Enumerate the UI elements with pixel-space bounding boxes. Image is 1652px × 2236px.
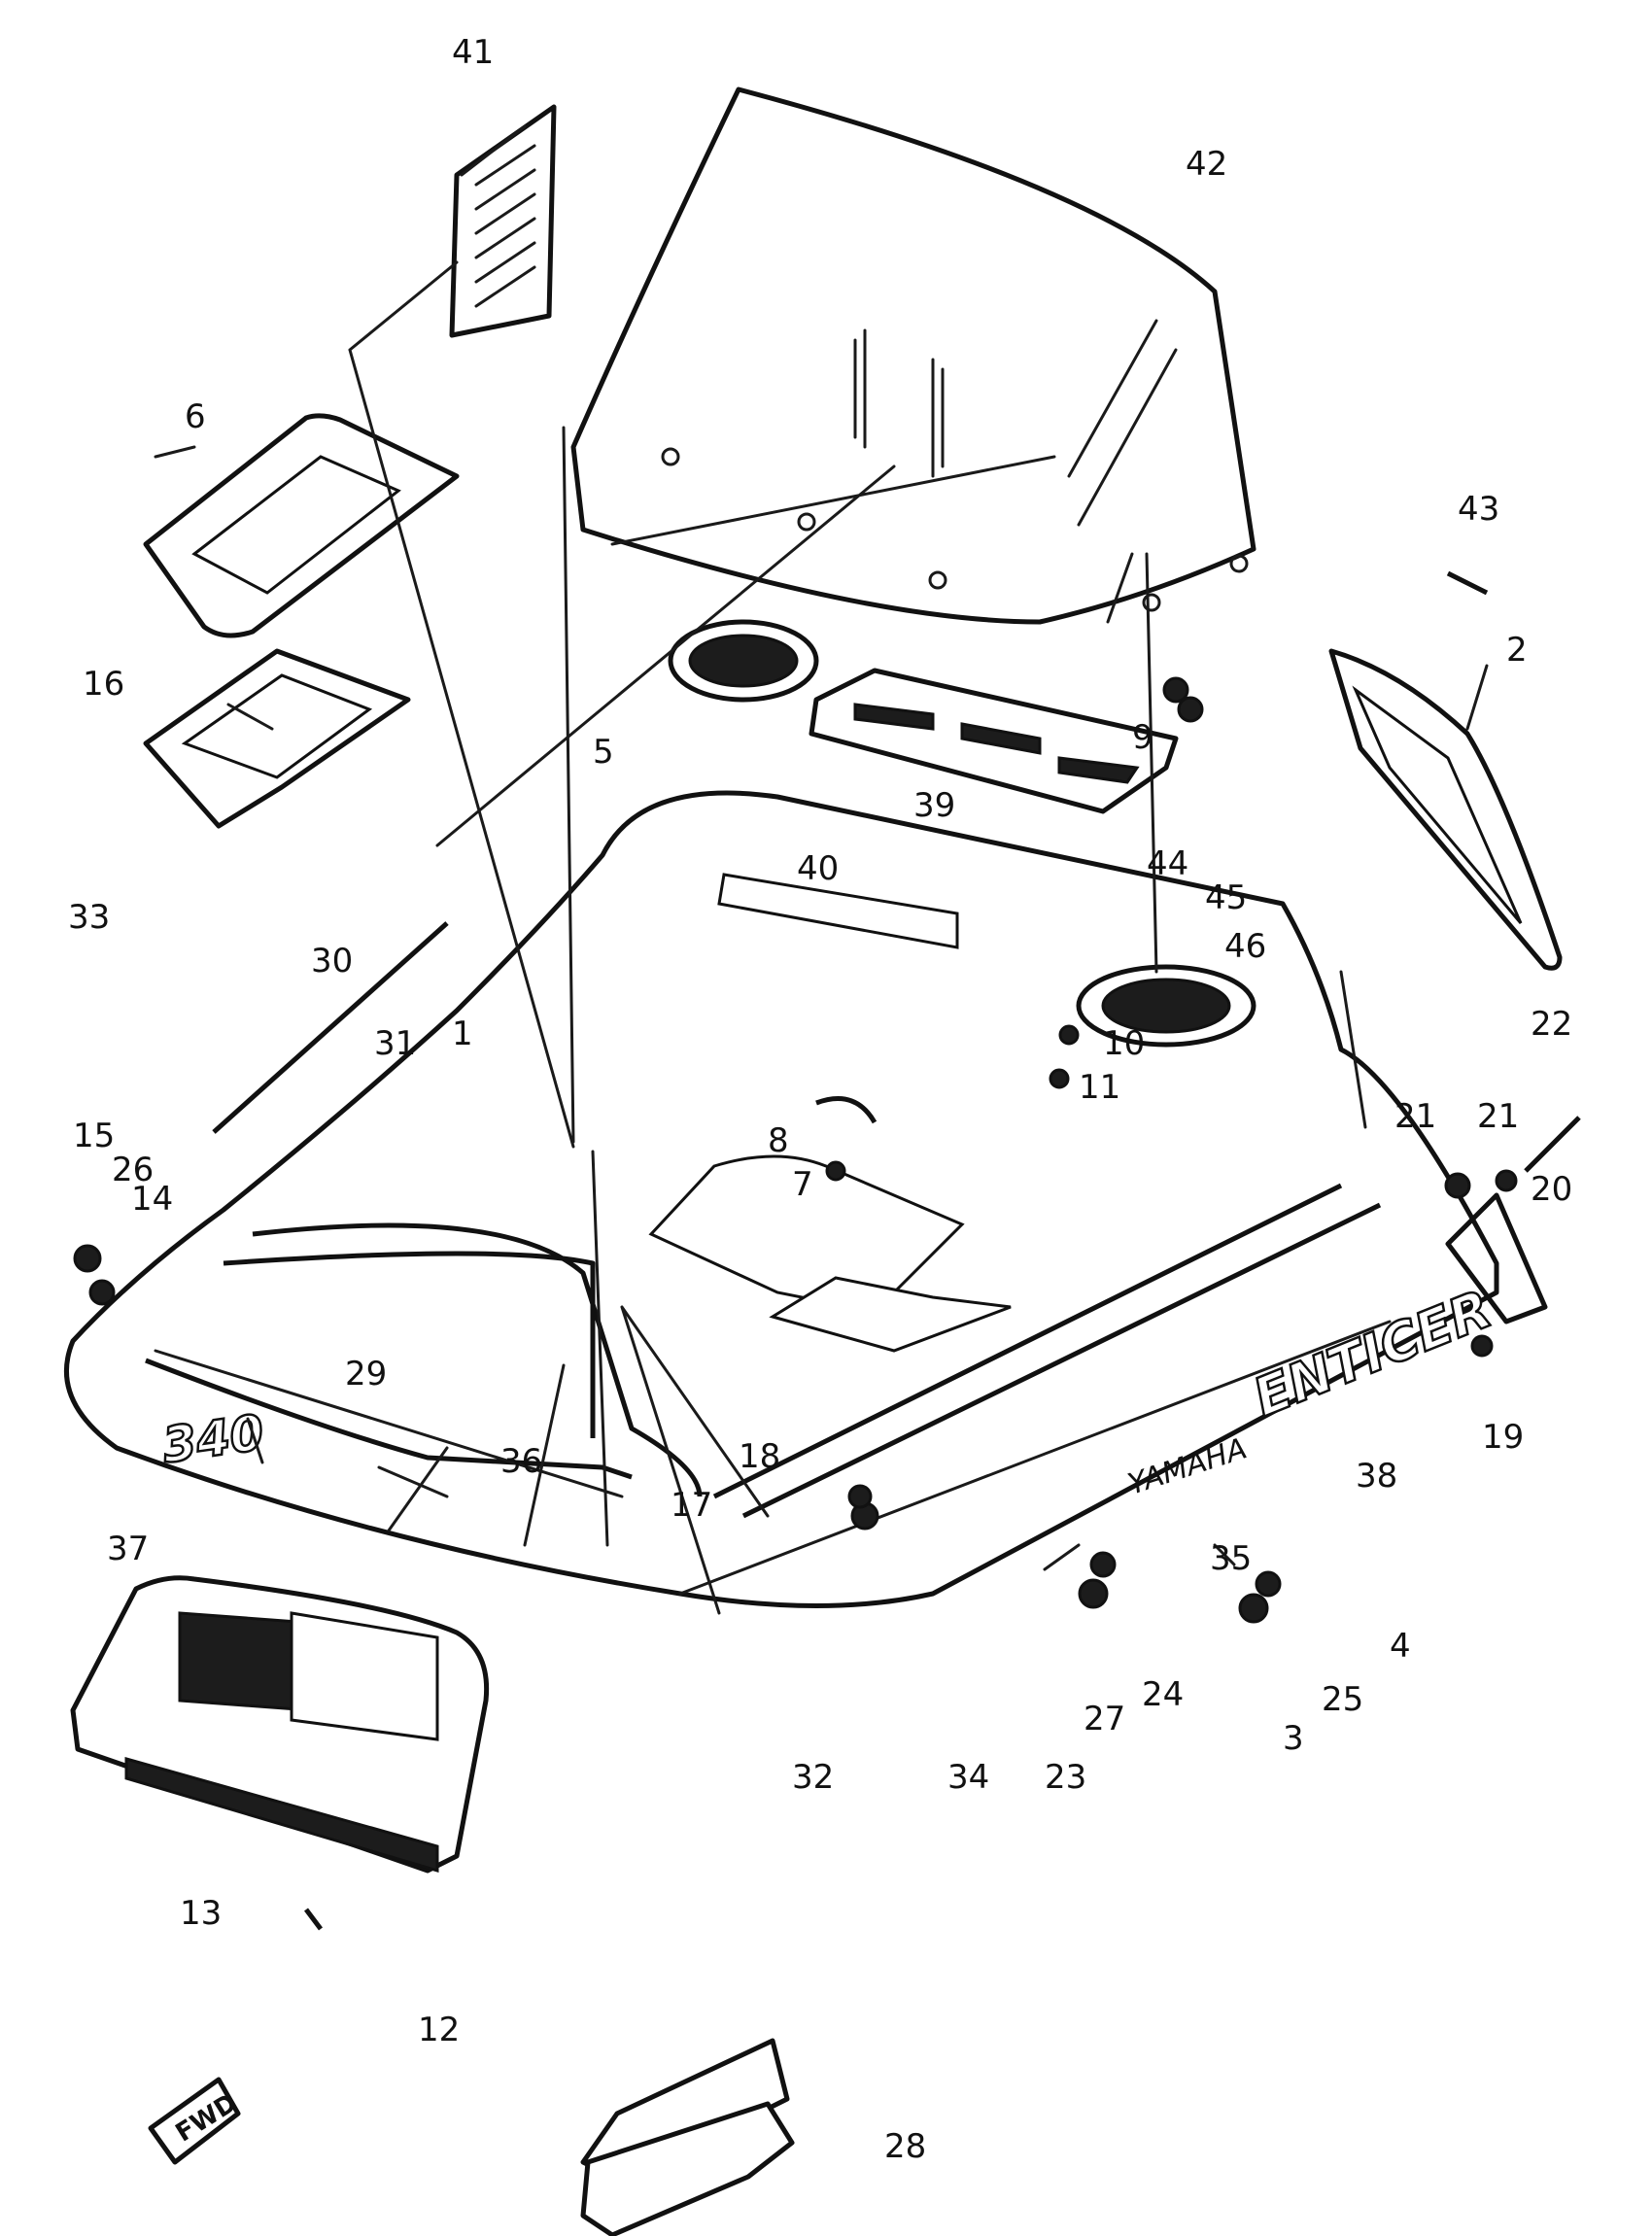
callout-label: 18 (739, 1437, 780, 1476)
callout-label: 17 (671, 1486, 712, 1525)
callout-label: 20 (1531, 1170, 1572, 1209)
callout-label: 34 (947, 1758, 989, 1797)
callout-label: 4 (1390, 1627, 1411, 1666)
decal-sheet (449, 104, 557, 338)
callout-label: 7 (792, 1165, 813, 1204)
callout-label: 32 (792, 1758, 834, 1797)
callout-label: 42 (1186, 145, 1227, 184)
callout-label: 23 (1045, 1758, 1086, 1797)
callout-label: 11 (1079, 1068, 1120, 1107)
callout-label: 19 (1482, 1418, 1524, 1457)
callout-label: 2 (1506, 631, 1528, 670)
callout-label: 36 (500, 1442, 542, 1481)
callout-label: 6 (185, 397, 206, 436)
callout-label: 30 (311, 942, 353, 980)
hardware (73, 570, 1581, 1931)
vent-grille-16 (143, 648, 411, 829)
callout-label: 14 (131, 1180, 173, 1219)
callout-label: 45 (1205, 878, 1247, 917)
callout-label: 8 (768, 1121, 789, 1160)
callout-label: 16 (83, 665, 124, 704)
callout-label: 40 (797, 849, 839, 888)
callout-label: 29 (345, 1355, 387, 1393)
callout-label: 38 (1356, 1457, 1397, 1496)
callout-label: 1 (452, 1015, 473, 1053)
callout-label: 35 (1210, 1539, 1252, 1578)
callout-label: 41 (452, 33, 494, 72)
round-vent-5 (668, 619, 819, 703)
callout-label: 10 (1103, 1024, 1145, 1063)
callout-label: 31 (374, 1024, 416, 1063)
top-panel-9 (809, 668, 1179, 814)
windshield (570, 86, 1256, 625)
callout-label: 27 (1084, 1700, 1125, 1738)
vent-grille-6 (143, 413, 460, 638)
callout-label: 46 (1224, 927, 1266, 966)
callouts: 1 2 3 4 5 6 7 8 9 10 11 12 13 14 15 16 1… (68, 33, 1572, 2166)
callout-label: 39 (913, 786, 955, 825)
callout-label: 13 (180, 1894, 222, 1933)
callout-label: 28 (884, 2127, 926, 2166)
callout-label: 37 (107, 1530, 149, 1568)
callout-label: 24 (1142, 1675, 1184, 1714)
callout-label: 3 (1283, 1719, 1304, 1758)
callout-label: 44 (1147, 844, 1188, 883)
hood-body (63, 790, 1499, 1608)
callout-label: 26 (112, 1151, 154, 1189)
callout-label: 33 (68, 898, 110, 937)
callout-label: 22 (1531, 1005, 1572, 1044)
callout-label: 43 (1458, 490, 1499, 529)
callout-label: 25 (1322, 1680, 1363, 1719)
forward-direction-tag: FWD (148, 2077, 242, 2165)
callout-label: 9 (1132, 718, 1153, 757)
callout-label: 21 (1477, 1097, 1519, 1136)
hinge-28 (580, 2038, 795, 2236)
front-grille-12 (70, 1575, 490, 1874)
leader-lines (154, 124, 1489, 1615)
callout-label: 21 (1394, 1097, 1436, 1136)
callout-label: 5 (593, 733, 614, 772)
side-grille-2 (1328, 648, 1563, 971)
callout-label: 15 (73, 1117, 115, 1155)
callout-label: 12 (418, 2011, 460, 2049)
